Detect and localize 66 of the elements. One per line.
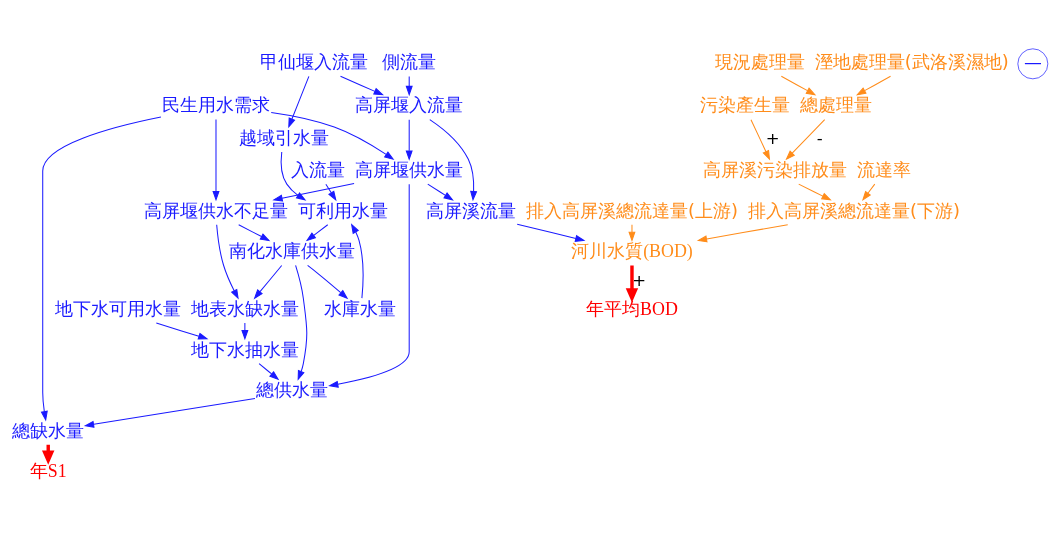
arrow (328, 183, 410, 388)
node-text: 年S1 (29, 460, 67, 481)
node-text: 高屏溪污染排放量 (702, 158, 847, 180)
arrow (427, 183, 454, 201)
node-text: 污染產生量 (700, 93, 791, 115)
node-text: 總缺水量 (12, 419, 85, 441)
edge-label: - (816, 128, 823, 148)
arrow (516, 223, 586, 242)
edge-label: + (632, 270, 647, 290)
arrow (258, 362, 280, 380)
arrow (625, 265, 639, 302)
arrow (270, 111, 395, 160)
arrow (696, 223, 789, 242)
node-text: 高屏堰入流量 (355, 93, 464, 115)
arrow (405, 75, 413, 96)
node-text: 越域引水量 (239, 126, 330, 148)
arrow (280, 150, 307, 201)
label: — (1023, 50, 1042, 72)
node-text: 南化水庫供水量 (228, 239, 355, 261)
arrow (350, 222, 364, 299)
node-text: 總供水量 (256, 378, 329, 400)
arrow (750, 118, 771, 161)
arrow (253, 264, 283, 299)
arrow (272, 182, 355, 202)
node-text: 高屏溪流量 (426, 199, 517, 221)
arrow (305, 223, 329, 241)
arrow (862, 183, 876, 201)
node-text: 甲仙堰入流量 (259, 50, 368, 72)
arrow (855, 75, 892, 95)
node-text: 入流量 (291, 158, 346, 180)
arrow (212, 118, 220, 201)
arrow (405, 118, 413, 161)
node-text: 水庫水量 (324, 297, 397, 319)
node-text: 地下水可用水量 (55, 297, 182, 319)
arrow (155, 322, 209, 340)
arrow (628, 223, 636, 242)
arrow (325, 183, 337, 201)
node-text: 高屏堰供水量 (355, 158, 464, 180)
arrow (83, 397, 256, 428)
arrow (288, 75, 310, 128)
edge-label: + (765, 128, 780, 148)
arrow (238, 223, 271, 241)
node-text: 民生用水需求 (161, 93, 270, 115)
node-text: 河川水質(BOD) (571, 240, 693, 261)
node-text: 流達率 (856, 158, 911, 180)
node-text: 側流量 (382, 50, 437, 72)
arrow (216, 223, 239, 300)
arrow (785, 118, 826, 160)
node-text: 總處理量 (800, 93, 873, 115)
node-text: 地表水缺水量 (190, 297, 299, 319)
node-text: 現況處理量 (714, 50, 805, 72)
node-text: 排入高屏溪總流達量(下游) (748, 199, 961, 221)
arrow (307, 264, 349, 299)
node-text: 高屏堰供水不足量 (143, 199, 288, 221)
arrow (40, 116, 162, 421)
node-text: 排入高屏溪總流達量(上游) (526, 199, 738, 221)
node-text: 年平均BOD (586, 298, 678, 319)
arrow (340, 75, 384, 95)
arrow (798, 183, 832, 201)
node-text: 可利用水量 (298, 199, 389, 221)
node-text: 地下水抽水量 (190, 338, 299, 359)
arrow (780, 75, 817, 95)
arrow (241, 322, 249, 340)
arrow (295, 264, 308, 381)
arrow (429, 118, 478, 201)
node-text: 溼地處理量(武洛溪濕地) (814, 50, 1009, 72)
